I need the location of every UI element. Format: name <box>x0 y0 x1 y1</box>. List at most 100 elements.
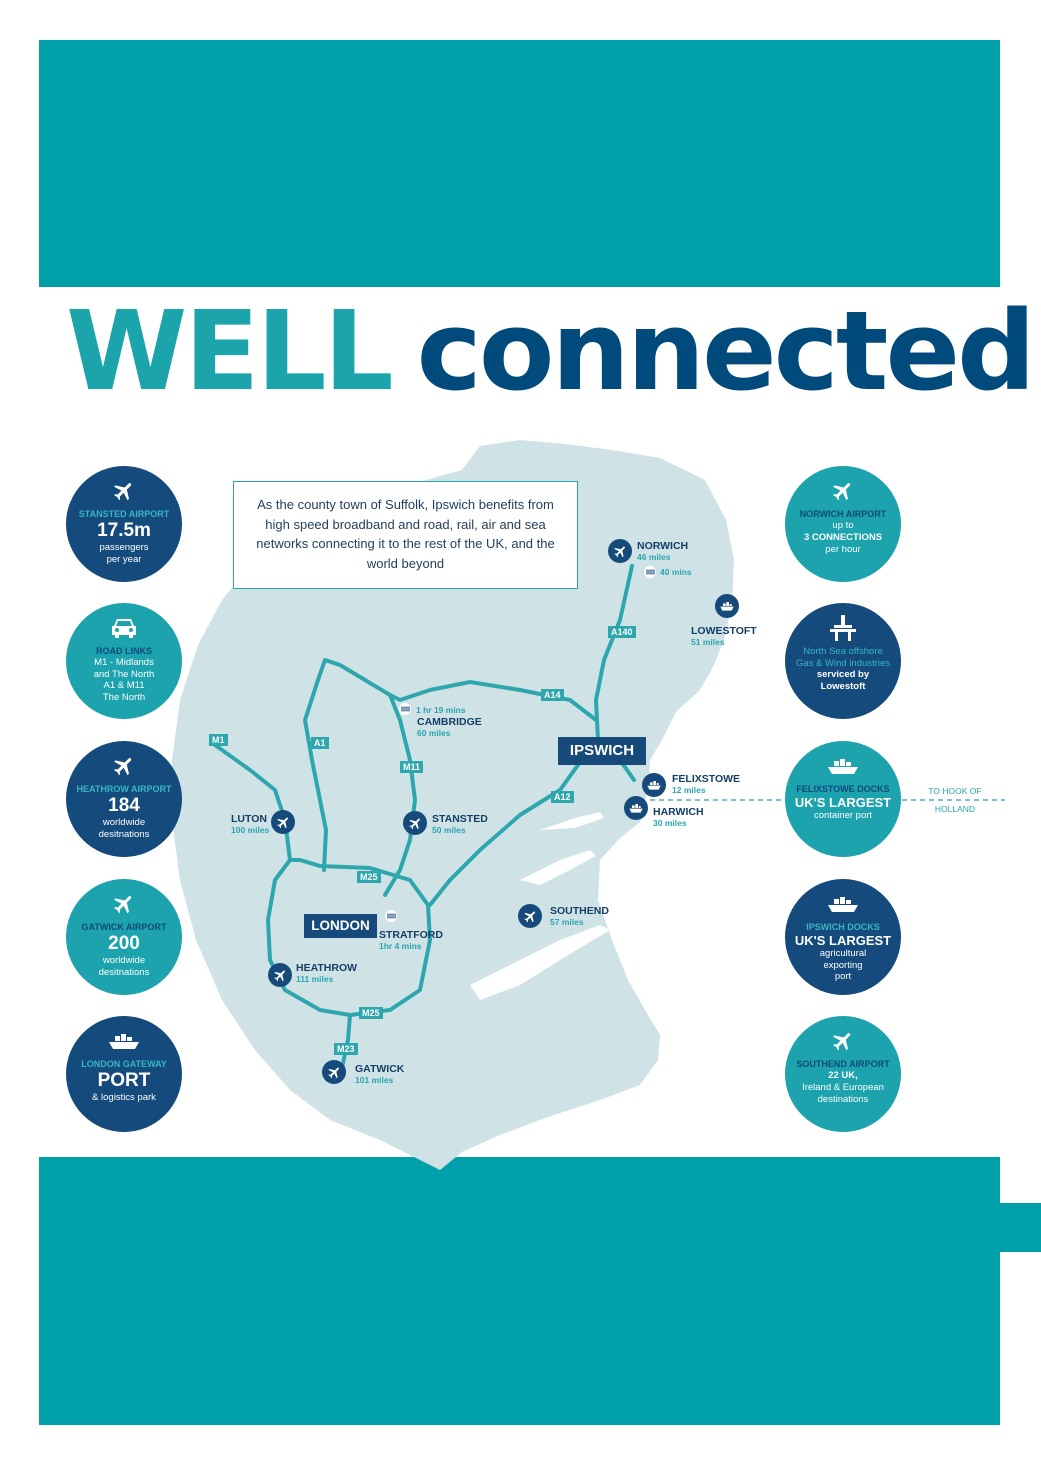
road-label-a140: A140 <box>608 626 636 638</box>
ship-icon <box>785 889 901 919</box>
intro-text: As the county town of Suffolk, Ipswich b… <box>233 481 578 589</box>
rail-norwich: 40 mins <box>660 567 692 577</box>
plane-icon <box>785 1026 901 1056</box>
circle-value: UK'S LARGEST <box>794 933 892 948</box>
circle-value: PORT <box>97 1070 151 1091</box>
place-distance: 51 miles <box>691 637 725 647</box>
circle-label: NORWICH AIRPORT <box>799 509 887 519</box>
ship-icon <box>66 1026 182 1056</box>
place-name: STRATFORD <box>379 929 443 941</box>
ipswich-docks-circle: IPSWICH DOCKS UK'S LARGEST agricultural … <box>785 879 901 995</box>
circle-line: 3 CONNECTIONS <box>803 531 883 543</box>
circle-line: per year <box>106 553 142 565</box>
bottom-banner-tab <box>1000 1203 1041 1252</box>
place-distance: 1hr 4 mins <box>379 941 422 951</box>
rail-icon <box>399 703 411 715</box>
circle-line: & logistics park <box>92 1092 156 1103</box>
place-harwich: HARWICH 30 miles <box>653 806 704 828</box>
road-label-m25-south: M25 <box>359 1007 383 1019</box>
place-distance: 30 miles <box>653 818 687 828</box>
place-gatwick: GATWICK 101 miles <box>355 1063 404 1085</box>
circle-line: desitnations <box>98 828 150 840</box>
circle-line: destinations <box>817 1093 869 1105</box>
rail-time: 40 mins <box>660 567 692 577</box>
circle-label: STANSTED AIRPORT <box>78 509 170 519</box>
circle-line: port <box>834 971 852 982</box>
circle-value: 200 <box>108 933 140 954</box>
place-lowestoft: LOWESTOFT 51 miles <box>691 625 757 647</box>
road-label-m11: M11 <box>400 761 424 773</box>
felixstowe-port-icon <box>642 773 666 797</box>
oil-rig-icon <box>785 613 901 643</box>
place-distance: 50 miles <box>432 825 466 835</box>
place-stansted: STANSTED 50 miles <box>432 813 488 835</box>
rail-cambridge: 1 hr 19 mins <box>416 705 466 715</box>
ship-icon <box>785 751 901 781</box>
circle-label: ROAD LINKS <box>96 646 152 656</box>
place-name: GATWICK <box>355 1063 405 1075</box>
place-name: LUTON <box>231 813 267 825</box>
norwich-airport-icon <box>608 539 632 563</box>
place-cambridge: CAMBRIDGE 60 miles <box>417 716 482 738</box>
hook-of-holland-label: TO HOOK OF HOLLAND <box>920 782 990 818</box>
circle-line: Lowestoft <box>820 681 866 692</box>
circle-line: A1 & M11 <box>103 680 145 691</box>
place-distance: 46 miles <box>637 552 671 562</box>
road-label-m1: M1 <box>209 734 228 746</box>
plane-icon <box>66 476 182 506</box>
circle-line: The North <box>102 691 146 703</box>
road-label-a12: A12 <box>551 791 574 803</box>
norwich-airport-circle: NORWICH AIRPORT up to 3 CONNECTIONS per … <box>785 466 901 582</box>
estuary-2 <box>520 850 596 885</box>
map-land <box>172 440 734 1170</box>
circle-line: desitnations <box>98 966 150 978</box>
title-word-well: WELL <box>66 287 394 415</box>
circle-value: 184 <box>108 795 140 816</box>
circle-line: 22 UK, <box>828 1070 858 1081</box>
circle-line: serviced by <box>816 669 870 680</box>
place-southend: SOUTHEND 57 miles <box>550 905 609 927</box>
rail-icon <box>644 566 656 578</box>
place-distance: 111 miles <box>296 974 334 984</box>
circle-line: per hour <box>825 543 861 555</box>
place-name: HARWICH <box>653 806 704 818</box>
place-luton: LUTON 100 miles <box>231 813 269 835</box>
car-icon <box>66 613 182 643</box>
circle-line: worldwide <box>102 955 146 966</box>
london-box: LONDON <box>304 914 377 938</box>
ipswich-box: IPSWICH <box>558 737 646 765</box>
roads <box>213 564 636 1070</box>
road-label-a1: A1 <box>311 737 329 749</box>
lowestoft-port-icon <box>715 594 739 618</box>
plane-icon <box>785 476 901 506</box>
title-word-connected: connected <box>416 287 1036 415</box>
heathrow-airport-icon <box>268 963 292 987</box>
place-name: NORWICH <box>637 540 689 552</box>
place-distance: 100 miles <box>231 825 270 835</box>
estuary <box>470 925 610 1000</box>
stansted-airport-icon <box>403 811 427 835</box>
offshore-circle: North Sea offshore Gas & Wind industries… <box>785 603 901 719</box>
place-distance: 57 miles <box>550 917 584 927</box>
circle-line: exporting <box>823 959 863 971</box>
harwich-port-icon <box>624 796 648 820</box>
place-name: FELIXSTOWE <box>672 773 741 785</box>
southend-airport-icon <box>518 904 542 928</box>
luton-airport-icon <box>271 810 295 834</box>
southend-airport-circle: SOUTHEND AIRPORT 22 UK, Ireland & Europe… <box>785 1016 901 1132</box>
circle-line: North Sea offshore <box>803 646 883 657</box>
place-name: HEATHROW <box>296 962 358 974</box>
road-label-m25-north: M25 <box>357 871 381 883</box>
road-label-a14: A14 <box>541 689 564 701</box>
circle-label: HEATHROW AIRPORT <box>76 784 172 794</box>
circle-label: LONDON GATEWAY <box>81 1059 167 1069</box>
circle-line: up to <box>832 520 854 531</box>
place-felixstowe: FELIXSTOWE 12 miles <box>672 773 740 795</box>
circle-label: IPSWICH DOCKS <box>806 922 880 932</box>
circle-line: and The North <box>93 668 155 680</box>
stansted-airport-circle: STANSTED AIRPORT 17.5m passengers per ye… <box>66 466 182 582</box>
london-gateway-circle: LONDON GATEWAY PORT & logistics park <box>66 1016 182 1132</box>
road-label-m23: M23 <box>334 1043 358 1055</box>
